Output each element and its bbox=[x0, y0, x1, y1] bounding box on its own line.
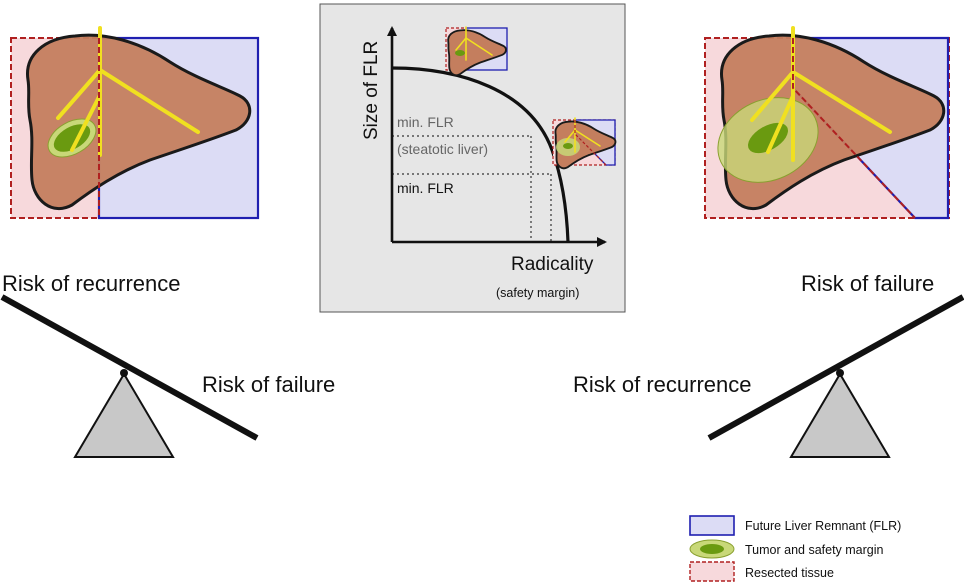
left-high-label: Risk of recurrence bbox=[2, 271, 181, 296]
right-beam bbox=[707, 294, 964, 441]
right-seesaw: Risk of failure Risk of recurrence bbox=[573, 271, 964, 458]
left-seesaw: Risk of recurrence Risk of failure bbox=[0, 271, 335, 458]
x-axis-sublabel: (safety margin) bbox=[496, 286, 579, 300]
threshold-steatotic-label-line1: min. FLR bbox=[397, 114, 454, 130]
thumbnail-large-resection bbox=[552, 117, 617, 170]
x-axis-label: Radicality bbox=[511, 254, 594, 275]
red-dashed-square-icon bbox=[689, 561, 735, 582]
left-liver-illustration bbox=[10, 26, 260, 220]
right-fulcrum bbox=[789, 372, 891, 458]
left-beam bbox=[0, 294, 259, 441]
right-cut-line bbox=[792, 38, 916, 219]
threshold-steatotic-label-line2: (steatotic liver) bbox=[397, 141, 488, 157]
blue-square-icon bbox=[689, 515, 735, 536]
green-ellipse-core bbox=[700, 544, 724, 554]
legend-label-flr: Future Liver Remnant (FLR) bbox=[745, 519, 901, 533]
right-high-label: Risk of failure bbox=[801, 271, 934, 296]
y-axis-label: Size of FLR bbox=[361, 41, 382, 140]
left-low-label: Risk of failure bbox=[202, 372, 335, 397]
tradeoff-curve bbox=[391, 66, 570, 243]
legend-label-tumor: Tumor and safety margin bbox=[745, 543, 884, 557]
thumbnail-small-resection bbox=[445, 26, 508, 77]
threshold-guides bbox=[392, 135, 552, 242]
right-low-label: Risk of recurrence bbox=[573, 372, 752, 397]
right-liver-illustration bbox=[704, 26, 950, 220]
right-pivot bbox=[836, 369, 844, 377]
left-pivot bbox=[120, 369, 128, 377]
legend-label-resected: Resected tissue bbox=[745, 566, 834, 580]
legend: Future Liver Remnant (FLR) Tumor and saf… bbox=[689, 515, 901, 582]
center-chart-panel: Size of FLR Radicality (safety margin) m… bbox=[319, 3, 626, 313]
left-fulcrum bbox=[73, 372, 175, 458]
threshold-normal-label: min. FLR bbox=[397, 180, 454, 196]
